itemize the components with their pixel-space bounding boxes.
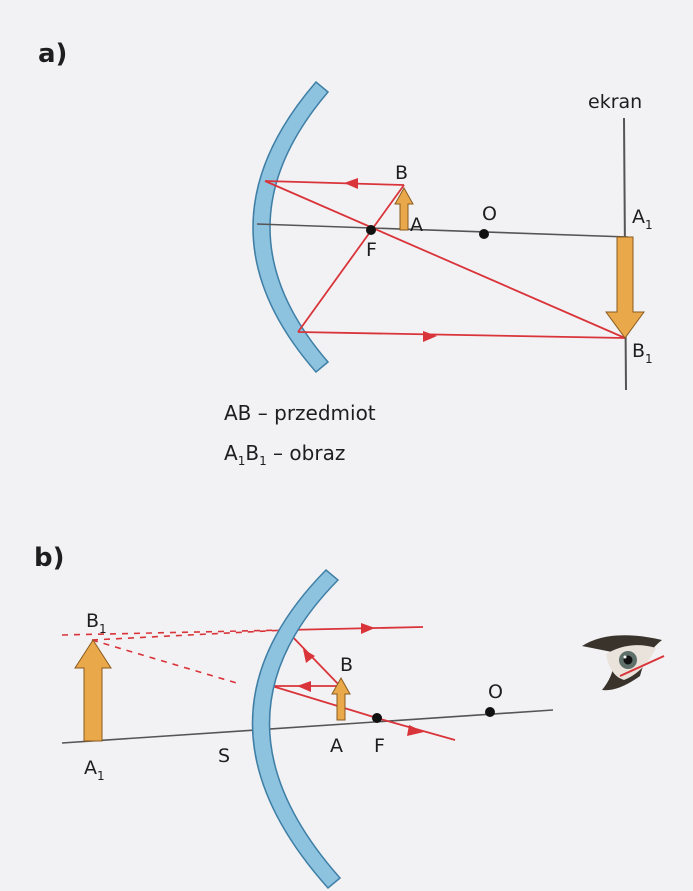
center-point-a — [479, 229, 489, 239]
image-arrow-a1b1 — [605, 236, 645, 339]
focus-point-a — [366, 225, 376, 235]
label-a-b: A — [330, 735, 343, 757]
concave-mirror-a — [252, 80, 330, 374]
legend-image: A1B1 – obraz — [224, 441, 345, 468]
rays-b — [271, 626, 456, 741]
label-b-b: B — [340, 654, 353, 676]
screen-label: ekran — [588, 91, 642, 113]
label-f-a: F — [366, 239, 377, 261]
ray-arrow-b1 — [361, 623, 375, 634]
optical-axis-a — [256, 223, 629, 238]
label-o-a: O — [482, 203, 497, 225]
label-a-a: A — [410, 214, 423, 236]
rays-a — [264, 180, 626, 339]
focus-point-b — [372, 713, 382, 723]
virtual-image-arrow-a1b1 — [74, 639, 112, 742]
object-arrow-ab — [394, 186, 414, 231]
label-f-b: F — [374, 735, 385, 757]
part-b-label: b) — [34, 543, 65, 573]
concave-mirror-b — [251, 568, 342, 890]
ray-arrow-b2 — [303, 649, 315, 663]
legend-object: AB – przedmiot — [224, 401, 376, 425]
label-b-a: B — [395, 162, 408, 184]
virtual-rays-b — [61, 629, 287, 685]
label-s-b: S — [218, 745, 230, 767]
label-b1-a: B1 — [632, 340, 653, 366]
eye-icon — [582, 635, 665, 691]
label-a1-a: A1 — [632, 206, 653, 232]
ray-arrow-a2 — [423, 331, 437, 342]
center-point-b — [485, 707, 495, 717]
optical-axis-b — [61, 709, 554, 744]
label-o-b: O — [488, 681, 503, 703]
part-a-label: a) — [38, 39, 67, 69]
ray-arrow-a1 — [344, 178, 358, 189]
ray-arrow-b4 — [407, 725, 424, 736]
label-a1-b: A1 — [84, 757, 105, 783]
ray-arrow-b3 — [297, 681, 311, 692]
object-arrow-ab-b — [331, 676, 351, 721]
label-b1-b: B1 — [86, 610, 107, 636]
